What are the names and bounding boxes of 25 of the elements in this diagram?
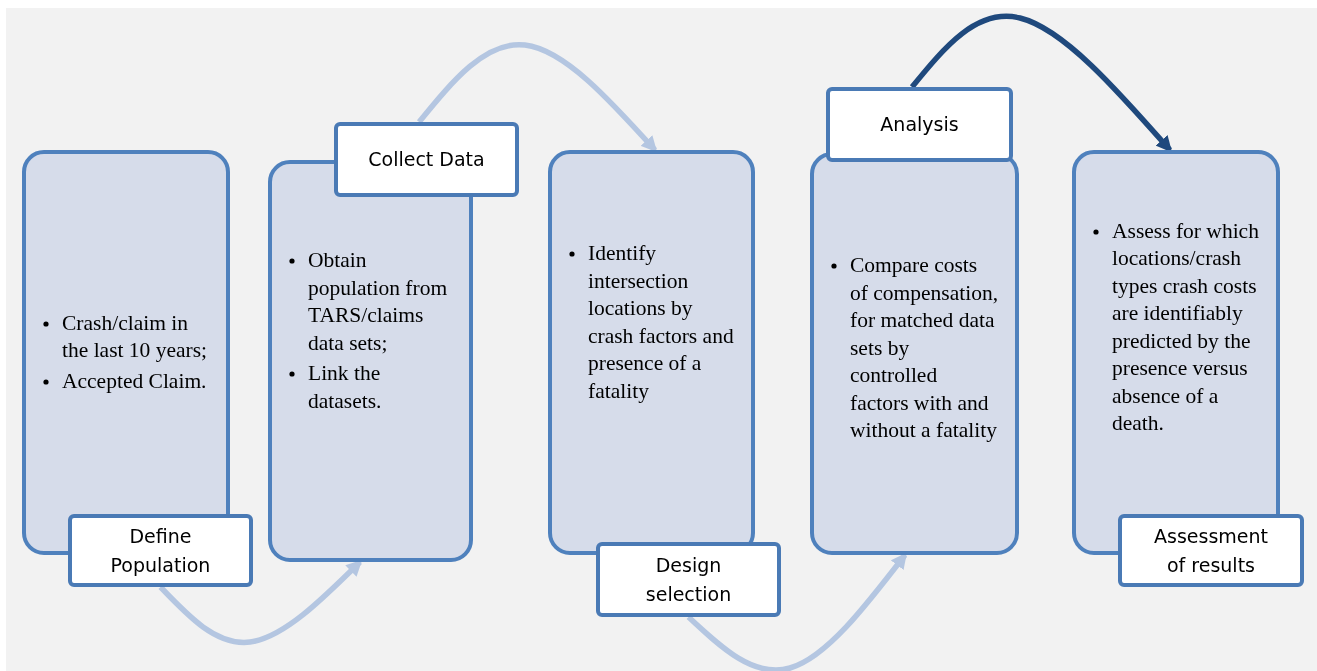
bullet-text: Accepted Claim.	[62, 368, 207, 393]
step-title: Design selection	[644, 552, 733, 607]
bullet-text: Assess for which locations/crash types crash costs are identifiably predicted by the presence versus absence of a death.	[1112, 218, 1259, 435]
step-card	[1072, 150, 1280, 555]
curved-arrow	[416, 42, 658, 153]
step-card	[548, 150, 755, 555]
bullet-text: Compare costs of compensation, for matched data sets by controlled factors with and without a fatality	[850, 253, 999, 443]
step-card	[810, 152, 1019, 555]
curved-arrow	[686, 552, 908, 671]
bullet-text: Identify intersection locations by crash factors and presence of a fatality	[588, 241, 734, 403]
step-title-box	[1118, 514, 1304, 587]
step-title-box	[68, 514, 253, 587]
curved-arrow	[909, 13, 1173, 153]
step-title: Analysis	[880, 112, 959, 137]
step-title-box	[596, 542, 781, 617]
step-title-box	[334, 122, 519, 197]
bullet-text: Crash/claim in the last 10 years;	[62, 310, 208, 363]
step-title: Assessment of results	[1153, 523, 1269, 578]
bullet-text: Obtain population from TARS/claims data sets;	[308, 248, 448, 355]
step-title-box	[826, 87, 1013, 162]
curved-arrow	[158, 559, 363, 646]
bullet-text: Link the datasets.	[308, 361, 382, 413]
step-title: Collect Data	[368, 147, 485, 172]
step-card	[22, 150, 230, 555]
step-title: Define Population	[109, 523, 212, 578]
